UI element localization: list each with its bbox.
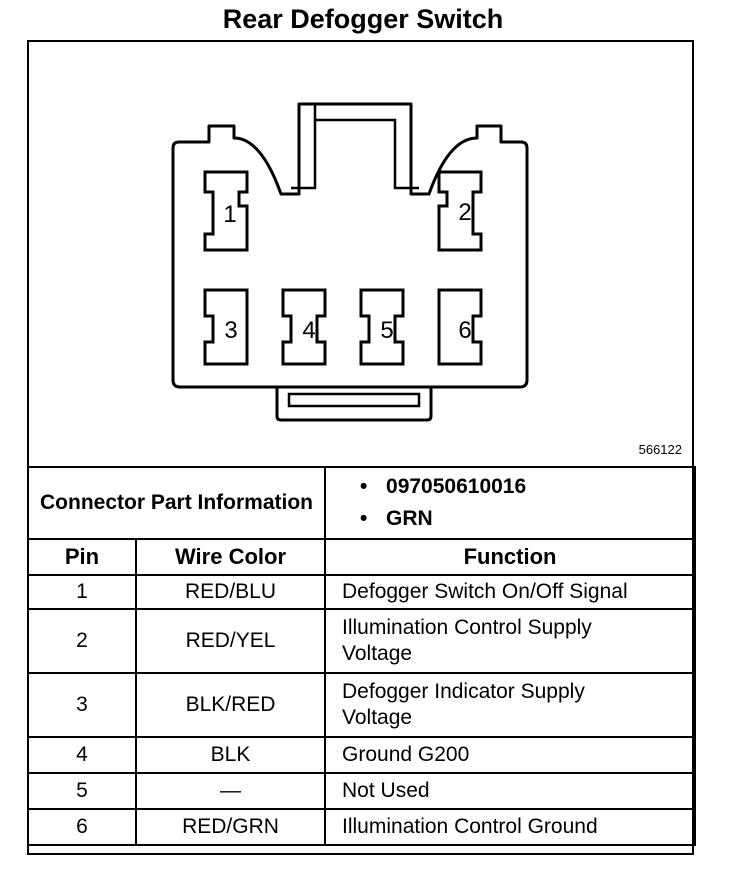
pin-function: Illumination Control Ground xyxy=(324,808,697,846)
connector-info-label: Connector Part Information xyxy=(26,466,327,540)
pin-cavity-3: 3 xyxy=(203,288,249,366)
header-function: Function xyxy=(324,538,697,576)
connector-drawing: 1 2 3 4 5 6 xyxy=(171,102,529,422)
table-header-row: Pin Wire Color Function xyxy=(27,538,697,576)
pin-label-4: 4 xyxy=(302,317,315,344)
pin-function: Illumination Control Supply Voltage xyxy=(324,608,697,674)
wire-color: RED/GRN xyxy=(134,808,327,846)
wire-color: BLK/RED xyxy=(134,672,327,738)
pin-cavity-1: 1 xyxy=(203,170,249,252)
connector-key-slot-left xyxy=(291,120,317,190)
connector-info-item: •GRN xyxy=(360,507,433,530)
header-pin: Pin xyxy=(27,538,137,576)
pin-number: 4 xyxy=(27,736,137,774)
pin-label-1: 1 xyxy=(223,201,236,228)
pin-label-2: 2 xyxy=(458,199,471,226)
table-row: 1 RED/BLU Defogger Switch On/Off Signal xyxy=(27,574,697,610)
pin-table: Connector Part Information •097050610016… xyxy=(26,466,697,846)
pin-function: Not Used xyxy=(324,772,697,810)
diagram-frame: 1 2 3 4 5 6 566122 xyxy=(26,40,697,855)
connector-latch-tab xyxy=(275,387,433,422)
connector-key-slot xyxy=(313,104,419,190)
pin-function: Defogger Switch On/Off Signal xyxy=(324,574,697,610)
pin-label-3: 3 xyxy=(224,317,237,344)
connector-info-item: •097050610016 xyxy=(360,475,527,498)
pin-label-5: 5 xyxy=(380,317,393,344)
table-row: 4 BLK Ground G200 xyxy=(27,736,697,774)
pin-number: 2 xyxy=(27,608,137,674)
table-row: 3 BLK/RED Defogger Indicator Supply Volt… xyxy=(27,672,697,738)
pin-function: Ground G200 xyxy=(324,736,697,774)
pin-number: 5 xyxy=(27,772,137,810)
connector-latch-slot xyxy=(287,392,421,408)
pin-number: 3 xyxy=(27,672,137,738)
pin-function: Defogger Indicator Supply Voltage xyxy=(324,672,697,738)
pin-cavity-6: 6 xyxy=(437,288,483,366)
connector-drawing-area: 1 2 3 4 5 6 566122 xyxy=(29,42,692,466)
wire-color: BLK xyxy=(134,736,327,774)
pin-cavity-2: 2 xyxy=(437,170,483,252)
pin-cavity-5: 5 xyxy=(359,288,405,366)
pin-number: 6 xyxy=(27,808,137,846)
wire-color: — xyxy=(134,772,327,810)
connector-info-row: Connector Part Information •097050610016… xyxy=(26,466,697,540)
pin-number: 1 xyxy=(27,574,137,610)
pin-label-6: 6 xyxy=(458,317,471,344)
header-wire-color: Wire Color xyxy=(134,538,327,576)
connector-info-list: •097050610016 •GRN xyxy=(324,466,697,540)
table-row: 6 RED/GRN Illumination Control Ground xyxy=(27,808,697,846)
wire-color: RED/BLU xyxy=(134,574,327,610)
connector-housing-outline xyxy=(171,102,529,389)
table-row: 2 RED/YEL Illumination Control Supply Vo… xyxy=(27,608,697,674)
diagram-title: Rear Defogger Switch xyxy=(222,4,504,34)
figure-number: 566122 xyxy=(638,442,682,457)
pin-cavity-4: 4 xyxy=(281,288,327,366)
wire-color: RED/YEL xyxy=(134,608,327,674)
table-row: 5 — Not Used xyxy=(27,772,697,810)
